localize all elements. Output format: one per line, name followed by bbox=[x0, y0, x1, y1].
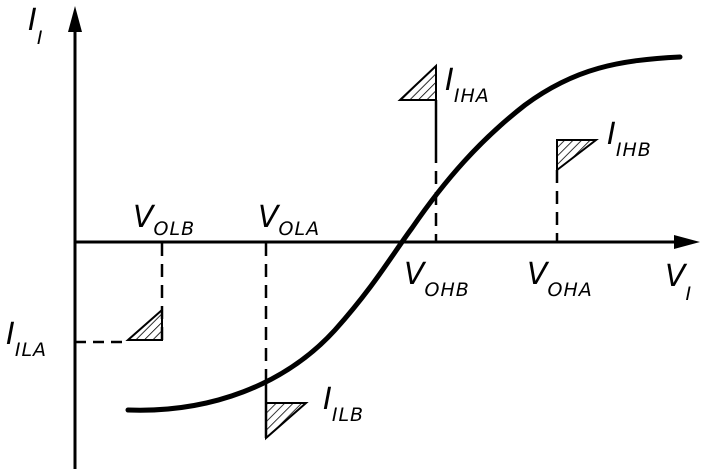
iihb-label: IIHB bbox=[607, 117, 652, 160]
iiha-label-main: I bbox=[445, 63, 454, 98]
iilb-label: IILB bbox=[323, 382, 364, 425]
x-axis-label-main: V bbox=[665, 259, 686, 294]
iihb-label-sub: IHB bbox=[615, 139, 652, 161]
vola-label-main: V bbox=[258, 200, 279, 235]
volb-label-main: V bbox=[133, 200, 154, 235]
vohb-label-sub: OHB bbox=[424, 279, 470, 301]
voha-label: VOHA bbox=[527, 257, 593, 300]
iilb-label-main: I bbox=[323, 382, 332, 417]
voha-label-main: V bbox=[527, 257, 548, 292]
vola-label-sub: OLA bbox=[278, 218, 321, 240]
volb-label: VOLB bbox=[133, 200, 195, 239]
iihb-label-main: I bbox=[607, 117, 616, 152]
y-axis-label: II bbox=[28, 3, 43, 48]
x-axis-label: VI bbox=[665, 259, 692, 304]
iila-label-main: I bbox=[6, 317, 15, 352]
iilb-hatch-marker bbox=[265, 402, 309, 441]
iila-label-sub: ILA bbox=[14, 339, 48, 361]
x-axis-arrowhead bbox=[674, 235, 700, 249]
iila-hatch-marker bbox=[125, 307, 163, 341]
voha-label-sub: OHA bbox=[547, 279, 593, 301]
iila-label: IILA bbox=[6, 317, 47, 360]
iiha-hatch-marker bbox=[397, 63, 437, 101]
volb-label-sub: OLB bbox=[153, 218, 196, 240]
iiha-label-sub: IHA bbox=[453, 85, 490, 107]
iiha-label: IIHA bbox=[445, 63, 490, 106]
x-axis-label-sub: I bbox=[685, 283, 693, 305]
iihb-hatch-marker bbox=[556, 139, 599, 173]
y-axis-arrowhead bbox=[68, 6, 82, 32]
vohb-label-main: V bbox=[404, 257, 425, 292]
vohb-label: VOHB bbox=[404, 257, 470, 300]
vola-label: VOLA bbox=[258, 200, 320, 239]
characteristic-curve bbox=[125, 54, 683, 413]
y-axis-label-main: I bbox=[28, 3, 37, 38]
y-axis-label-sub: I bbox=[36, 27, 44, 49]
iilb-label-sub: ILB bbox=[331, 404, 365, 426]
